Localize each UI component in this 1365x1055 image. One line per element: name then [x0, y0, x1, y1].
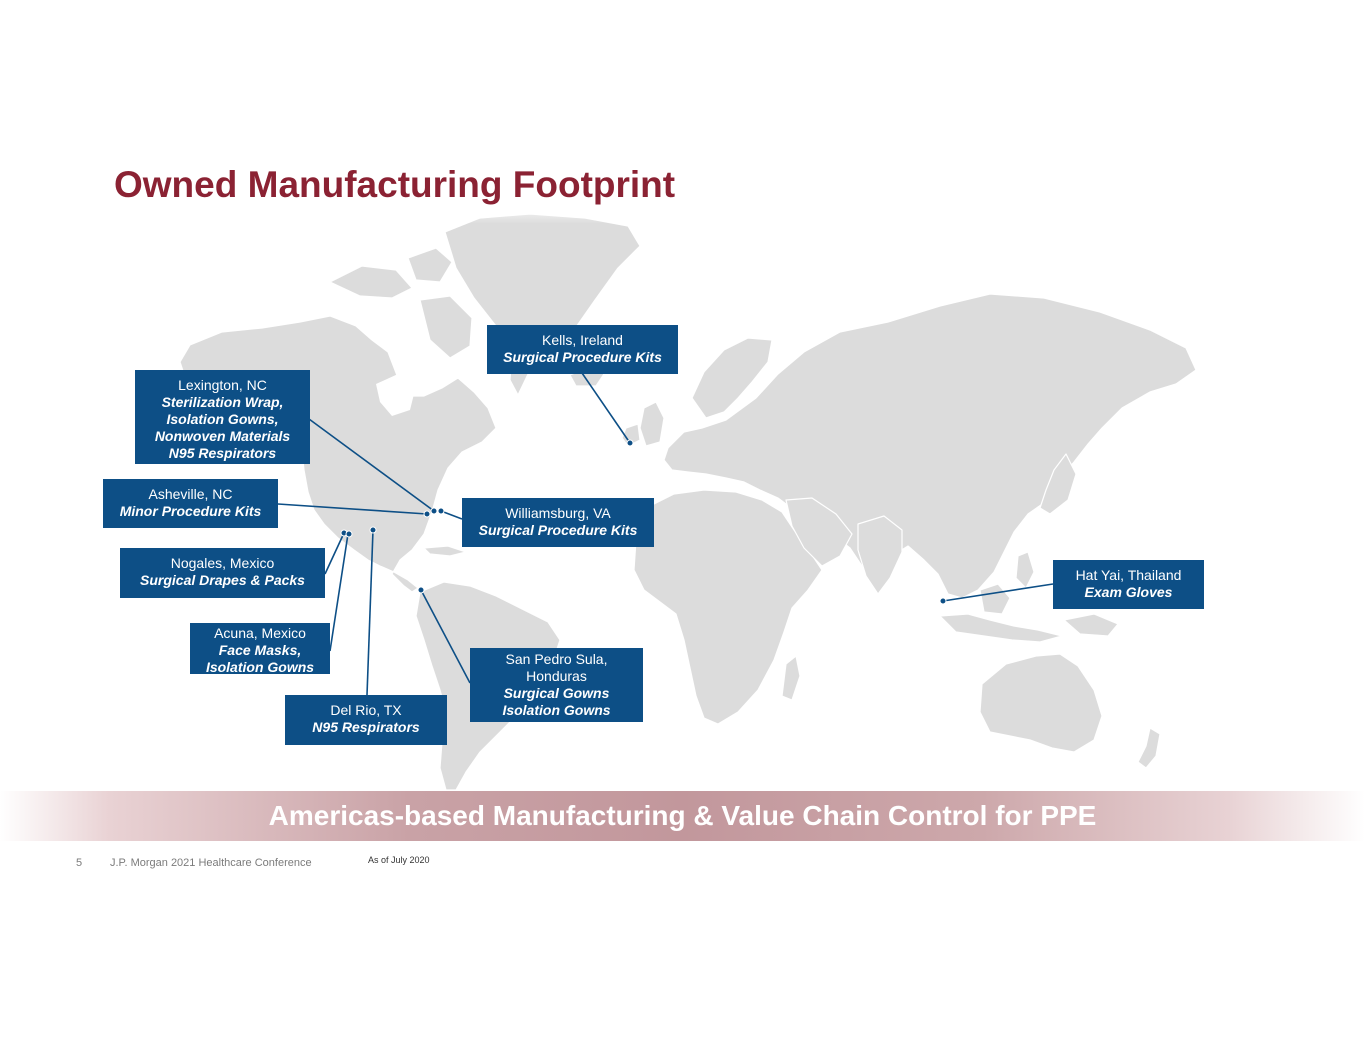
callout-location: Lexington, NC	[178, 377, 267, 393]
callout-products: Surgical Procedure Kits	[478, 522, 638, 538]
callout-products: N95 Respirators	[312, 719, 420, 735]
callout-products: Exam Gloves	[1084, 584, 1173, 600]
site-marker-kells	[626, 439, 634, 447]
as-of-note: As of July 2020	[368, 855, 430, 865]
callout-products: Surgical Drapes & Packs	[140, 572, 305, 588]
connector-sanpedro	[420, 589, 471, 684]
site-marker-williamsburg	[437, 507, 445, 515]
ireland-shape	[621, 423, 641, 447]
connector-delrio	[366, 529, 374, 696]
arabia-shape	[785, 497, 853, 567]
australia-shape	[979, 653, 1103, 753]
callout-location: Williamsburg, VA	[505, 505, 611, 521]
new-guinea-shape	[1063, 613, 1119, 637]
callout-location: Asheville, NC	[148, 486, 233, 502]
uk-shape	[639, 401, 665, 447]
connector-williamsburg	[440, 510, 463, 520]
tagline-banner: Americas-based Manufacturing & Value Cha…	[0, 791, 1365, 841]
indonesia-shape	[939, 613, 1063, 643]
site-marker-delrio	[369, 526, 377, 534]
callout-nogales: Nogales, Mexico Surgical Drapes & Packs	[120, 548, 325, 598]
connector-acuna	[329, 533, 349, 652]
new-zealand-shape	[1137, 727, 1161, 769]
callout-products: Sterilization Wrap, Isolation Gowns, Non…	[154, 394, 291, 461]
callout-lexington: Lexington, NC Sterilization Wrap, Isolat…	[135, 370, 310, 464]
callout-products: Minor Procedure Kits	[119, 503, 262, 519]
borneo-shape	[979, 583, 1011, 615]
conference-name: J.P. Morgan 2021 Healthcare Conference	[110, 857, 312, 869]
japan-shape	[1039, 453, 1077, 515]
site-marker-acuna	[345, 530, 353, 538]
philippines-shape	[1015, 551, 1035, 589]
callout-location: Del Rio, TX	[330, 702, 402, 718]
callout-location: Acuna, Mexico	[214, 625, 306, 641]
callout-products: Surgical Gowns Isolation Gowns	[502, 685, 611, 718]
callout-location: Nogales, Mexico	[170, 555, 275, 571]
callout-sanpedro: San Pedro Sula, Honduras Surgical Gowns …	[470, 648, 643, 722]
site-marker-sanpedro	[417, 586, 425, 594]
callout-location: San Pedro Sula, Honduras	[505, 651, 608, 684]
site-marker-lexington	[430, 507, 438, 515]
connector-kells	[581, 372, 631, 444]
page-title: Owned Manufacturing Footprint	[114, 164, 676, 205]
callout-location: Kells, Ireland	[542, 332, 623, 348]
callout-products: Face Masks, Isolation Gowns	[205, 642, 315, 675]
connector-hatyai	[942, 583, 1054, 602]
callout-products: Surgical Procedure Kits	[503, 349, 662, 365]
callout-delrio: Del Rio, TX N95 Respirators	[285, 695, 447, 745]
callout-asheville: Asheville, NC Minor Procedure Kits	[103, 479, 278, 528]
site-marker-asheville	[423, 510, 431, 518]
callout-acuna: Acuna, Mexico Face Masks, Isolation Gown…	[190, 623, 330, 675]
callout-kells: Kells, Ireland Surgical Procedure Kits	[487, 325, 678, 374]
madagascar-shape	[781, 655, 801, 701]
connector-lexington	[308, 418, 435, 512]
connector-nogales	[324, 532, 345, 575]
callout-location: Hat Yai, Thailand	[1075, 567, 1182, 583]
callout-williamsburg: Williamsburg, VA Surgical Procedure Kits	[462, 498, 654, 547]
site-marker-hatyai	[939, 597, 947, 605]
page-number: 5	[76, 857, 83, 869]
callout-hatyai: Hat Yai, Thailand Exam Gloves	[1053, 560, 1204, 609]
africa-shape	[633, 489, 823, 725]
connector-asheville	[277, 503, 428, 515]
caribbean-shape	[423, 545, 467, 557]
india-shape	[857, 515, 903, 595]
banner-text: Americas-based Manufacturing & Value Cha…	[268, 800, 1097, 831]
